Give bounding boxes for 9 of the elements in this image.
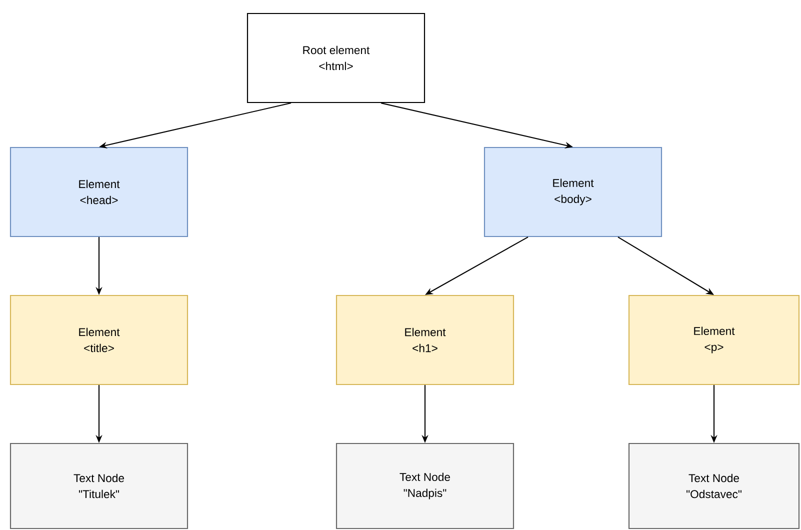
element-box: Element <h1> bbox=[336, 294, 514, 386]
text-node-box: Text Node "Odstavec" bbox=[628, 442, 800, 530]
element-box: Element <body> bbox=[484, 146, 662, 238]
text-node-box: Text Node "Nadpis" bbox=[336, 442, 514, 530]
root-element-box: Root element <html> bbox=[246, 12, 426, 104]
element-box: Element <title> bbox=[10, 294, 188, 386]
element-box: Element <p> bbox=[628, 294, 800, 386]
text-node-box: Text Node "Titulek" bbox=[10, 442, 188, 530]
element-box: Element <head> bbox=[10, 146, 188, 238]
